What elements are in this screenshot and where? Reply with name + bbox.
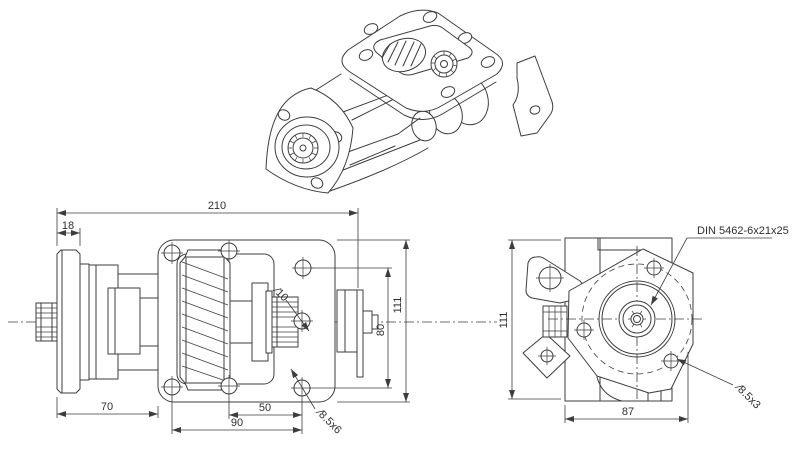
flange-boss-inner bbox=[281, 124, 331, 170]
dim-50-text: 50 bbox=[259, 402, 271, 414]
dim-111-side-text: 111 bbox=[392, 297, 404, 314]
helical-gear-iso bbox=[382, 37, 426, 73]
plate-hole bbox=[480, 56, 496, 68]
side-view: 210 18 70 50 90 80 bbox=[8, 200, 497, 436]
output-hub bbox=[336, 289, 379, 378]
spline-stub-end bbox=[542, 305, 568, 338]
helical-gear-side bbox=[179, 249, 231, 391]
input-shaft-spline-teeth bbox=[288, 133, 318, 163]
shift-lever-bracket-iso bbox=[512, 55, 554, 137]
input-spline-stub bbox=[35, 302, 58, 342]
flange-bottom-detail bbox=[596, 376, 662, 402]
dim-18-text: 18 bbox=[62, 220, 74, 232]
dim-hole-pitch-90: 90 bbox=[171, 397, 302, 434]
plate-hole bbox=[358, 49, 374, 61]
output-spline-hub bbox=[618, 300, 656, 338]
dim-80-text: 80 bbox=[375, 324, 387, 336]
neck-lines bbox=[117, 273, 159, 371]
dim-flange-offset: 70 bbox=[56, 397, 159, 418]
dim-87-text: 87 bbox=[622, 406, 634, 418]
housing-bottom-edge bbox=[337, 139, 421, 173]
dim-flange-thickness: 18 bbox=[57, 220, 81, 246]
plate-hole bbox=[440, 86, 456, 98]
bearing-retainer bbox=[107, 287, 141, 355]
flange-hole bbox=[310, 177, 324, 189]
isometric-view bbox=[265, 9, 554, 194]
label-d85x3-text: ∕8.5x3 bbox=[732, 381, 763, 412]
dim-90-text: 90 bbox=[231, 417, 243, 429]
label-d85x6-text: ∕8.5x6 bbox=[313, 406, 344, 437]
dim-111-end-text: 111 bbox=[498, 312, 510, 329]
spline-gear-bore bbox=[440, 60, 448, 68]
dim-total-length: 210 bbox=[56, 200, 359, 288]
top-plate-thickness bbox=[349, 78, 497, 120]
dim-210-text: 210 bbox=[208, 200, 226, 212]
dim-plate-height-side: 111 bbox=[337, 239, 410, 403]
plate-hole bbox=[422, 11, 438, 23]
input-shaft-ring bbox=[292, 137, 314, 159]
dim-hole-pitch-80: 80 bbox=[313, 267, 392, 389]
input-shaft-center bbox=[299, 144, 307, 152]
plate-hole bbox=[363, 23, 379, 35]
bearing-step bbox=[139, 297, 159, 347]
label-flange-holes: ∕8.5x3 bbox=[676, 358, 763, 412]
label-din-text: DIN 5462-6x21x25 bbox=[697, 225, 789, 237]
flange-hole bbox=[277, 109, 291, 121]
housing-step-lines bbox=[349, 99, 396, 166]
bracket-hole-iso bbox=[529, 105, 541, 115]
flange-connect-lines bbox=[315, 73, 421, 153]
housing-underside bbox=[329, 147, 429, 192]
label-spline-spec: DIN 5462-6x21x25 bbox=[650, 225, 789, 306]
end-view: 111 87 ∕8.5x3 DIN 5462-6x21x25 bbox=[498, 225, 789, 423]
spline-gear-teeth bbox=[431, 51, 458, 78]
dim-hole-pitch-50: 50 bbox=[228, 397, 303, 434]
dim-plate-height-end: 111 bbox=[498, 239, 561, 400]
dim-70-text: 70 bbox=[101, 401, 113, 413]
helical-gear-teeth bbox=[381, 40, 422, 67]
